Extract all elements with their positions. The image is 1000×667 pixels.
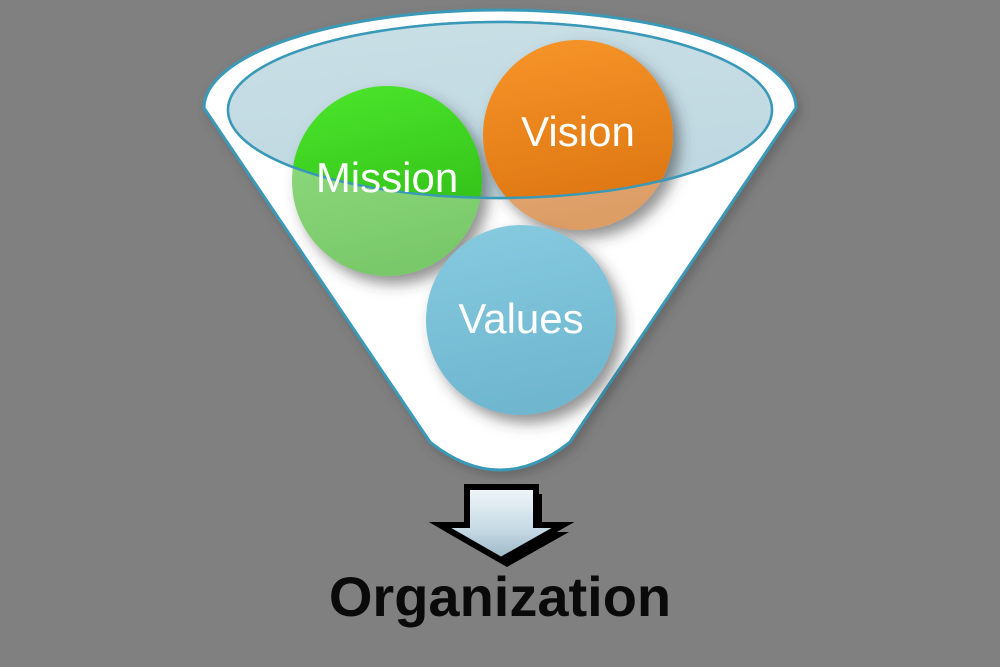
circle-vision[interactable] <box>483 40 673 230</box>
values-circle-body <box>426 225 616 415</box>
down-arrow-body <box>428 484 575 564</box>
mission-label: Mission <box>316 154 458 201</box>
circle-values[interactable] <box>426 225 616 415</box>
organization-label: Organization <box>329 565 671 628</box>
circle-mission[interactable] <box>292 86 482 276</box>
down-arrow <box>428 484 575 567</box>
vision-circle-submerged-overlay <box>483 40 673 198</box>
values-label: Values <box>458 295 583 342</box>
vision-label: Vision <box>521 108 635 155</box>
mission-circle-submerged-overlay <box>292 86 482 198</box>
funnel-liquid-edge-line <box>226 20 774 200</box>
